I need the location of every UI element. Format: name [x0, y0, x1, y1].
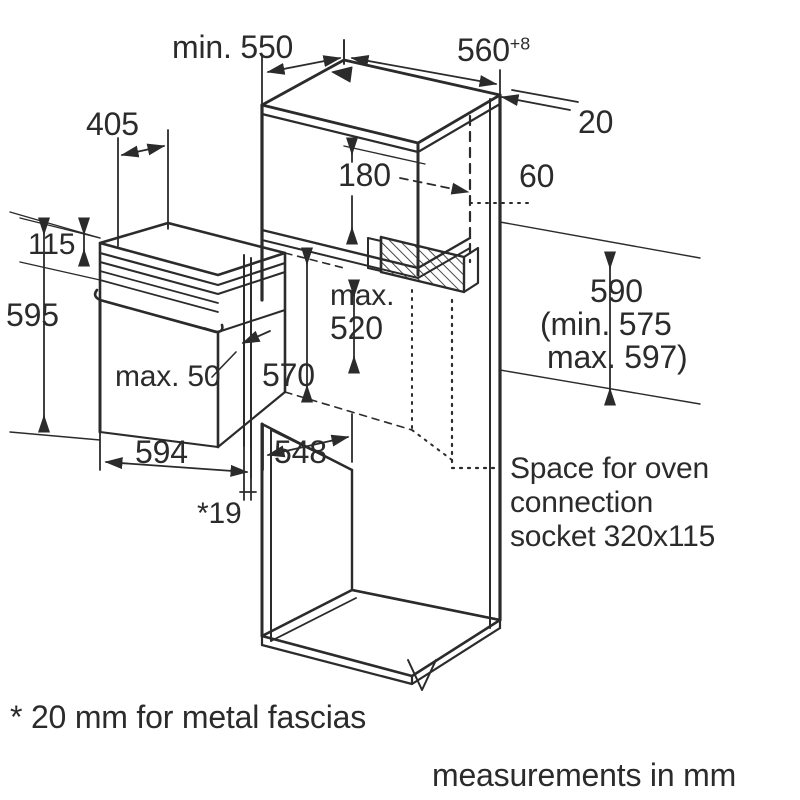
label-560-base: 560 [457, 32, 510, 68]
label-60: 60 [519, 158, 555, 194]
dim-548 [262, 413, 353, 471]
dim-max-50 [211, 330, 271, 378]
socket-note-line-1: Space for oven [510, 452, 709, 485]
dim-560-plus8 [343, 39, 501, 99]
footnote-arrow [407, 659, 437, 691]
dim-180-leader [399, 177, 470, 195]
oven-socket-recess [379, 235, 480, 294]
label-560-plus-8: 560+8 [457, 32, 531, 69]
label-590-max: max. 597) [547, 339, 688, 375]
label-405: 405 [86, 106, 139, 142]
dim-19 [239, 445, 257, 501]
label-20: 20 [578, 104, 614, 140]
label-595: 595 [6, 297, 59, 333]
label-min-550: min. 550 [172, 29, 294, 65]
dim-20 [500, 89, 579, 111]
socket-note-leader [450, 298, 502, 470]
cabinet-niche-top [260, 58, 502, 154]
label-590-min: (min. 575 [540, 306, 672, 342]
label-max-520-line1: max. [330, 279, 395, 312]
label-115: 115 [28, 228, 76, 261]
units-note: measurements in mm [432, 757, 737, 793]
dim-180 [343, 137, 426, 245]
dim-595 [9, 211, 101, 441]
dim-405 [117, 129, 169, 247]
label-19-fascia: *19 [197, 497, 242, 531]
drawing-geometry [9, 39, 701, 691]
socket-note-line-3: socket 320x115 [510, 520, 716, 553]
label-570: 570 [262, 357, 315, 393]
label-max-520-line2: 520 [330, 310, 383, 346]
socket-note-line-2: connection [510, 486, 654, 519]
label-max-50: max. 50 [115, 360, 221, 393]
label-560-sup: +8 [509, 33, 531, 54]
label-590: 590 [590, 273, 643, 309]
hidden-outline-dotted [411, 289, 453, 461]
dim-60 [469, 194, 531, 213]
oven-appliance-body [93, 221, 287, 449]
footnote-metal-fascias: * 20 mm for metal fascias [10, 699, 367, 735]
label-19-text: *19 [197, 497, 242, 530]
cabinet-lower-carcass [260, 422, 502, 686]
dim-590 [499, 221, 701, 406]
label-548: 548 [274, 434, 327, 470]
label-180: 180 [338, 157, 391, 193]
projection-lines [284, 252, 413, 431]
label-594: 594 [135, 434, 188, 470]
